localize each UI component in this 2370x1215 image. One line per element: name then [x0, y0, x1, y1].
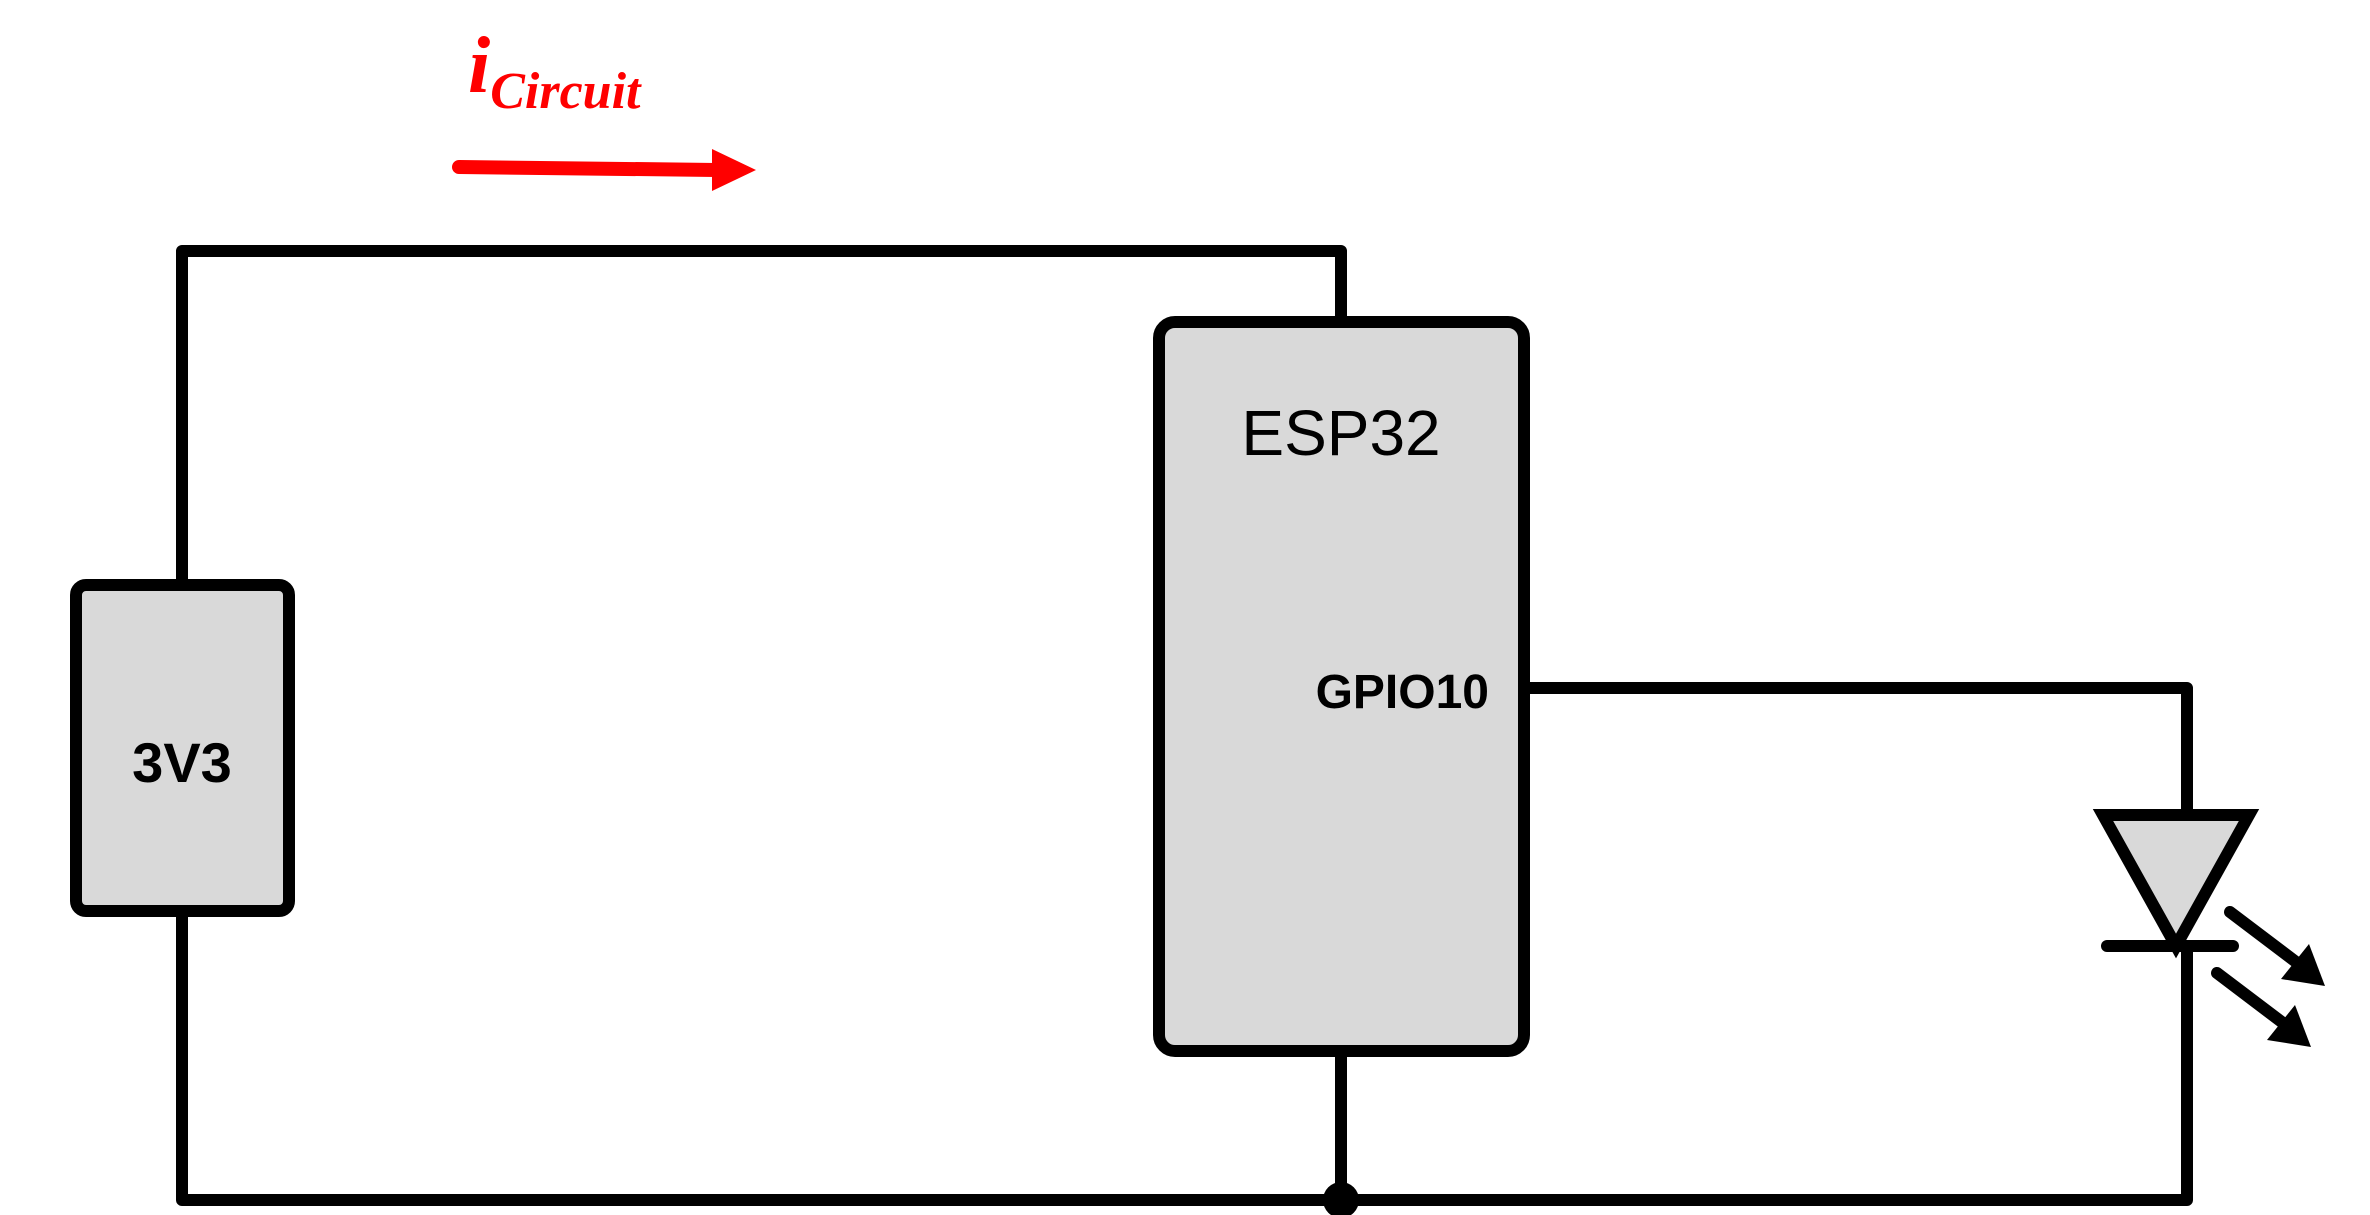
esp32-label: ESP32 — [1241, 397, 1440, 469]
source-box — [70, 579, 295, 917]
wire-bottom — [176, 905, 2193, 1206]
wire-gpio — [1518, 682, 2193, 822]
esp32-box — [1153, 316, 1530, 1057]
current-arrow — [452, 149, 756, 191]
junction-dot — [1323, 1182, 1359, 1215]
light-arrow-icon — [2224, 906, 2306, 971]
led-symbol — [2092, 809, 2325, 1047]
current-label: iCircuit — [468, 22, 642, 120]
wire-top — [176, 245, 1347, 591]
gpio-label: GPIO10 — [1316, 666, 1489, 719]
source-label: 3V3 — [132, 731, 232, 794]
light-arrow-icon — [2211, 967, 2293, 1032]
led-triangle — [2092, 809, 2260, 959]
